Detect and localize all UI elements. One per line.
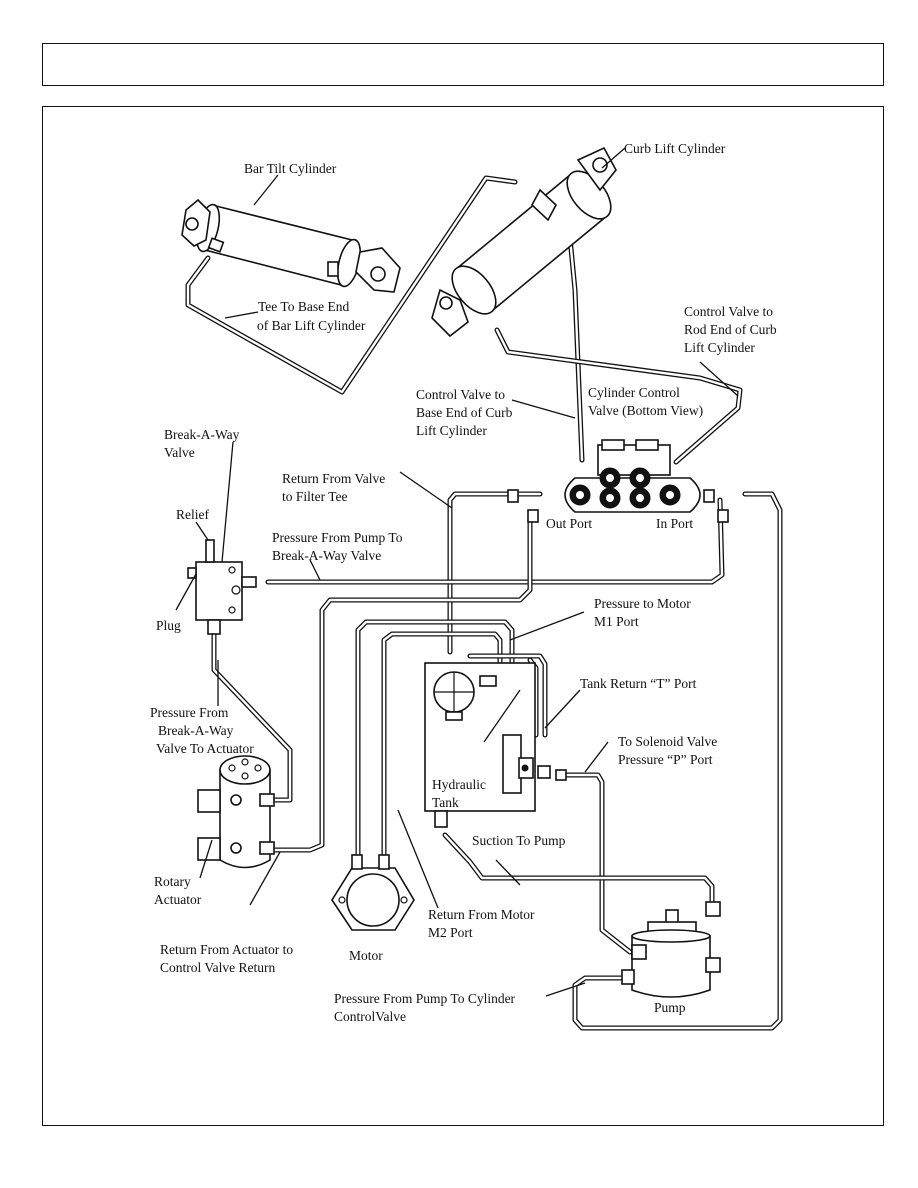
label-pressure-pump-bav-line2: Break-A-Way Valve [272,548,382,563]
label-cv-base-end-line1: Control Valve to [416,387,505,402]
label-motor: Motor [349,948,383,963]
label-return-from-motor-m2-line1: Return From Motor [428,907,535,922]
label-pressure-pump-cyl-cv-line2: ControlValve [334,1009,406,1024]
label-cyl-control-valve-line1: Cylinder Control [588,385,680,400]
label-return-from-motor-m2-line2: M2 Port [428,925,473,940]
label-break-a-way-valve-line2: Valve [164,445,195,460]
label-cyl-control-valve-line2: Valve (Bottom View) [588,403,704,418]
label-rotary-actuator-line1: Rotary [154,874,191,889]
label-relief: Relief [176,507,209,522]
header-box [42,43,884,86]
hydraulic-motor [331,854,415,931]
diagram-frame [42,106,884,1126]
label-cv-rod-end-line2: Rod End of Curb [684,322,777,337]
label-pressure-pump-cyl-cv-line1: Pressure From Pump To Cylinder [334,991,516,1006]
label-to-solenoid-line1: To Solenoid Valve [618,734,718,749]
label-in-port: In Port [656,516,694,531]
valve-ports [569,467,681,509]
label-pressure-motor-m1-line1: Pressure to Motor [594,596,691,611]
bar-tilt-cylinder [181,198,401,293]
cylinder-control-valve [507,439,729,523]
label-cv-base-end-line2: Base End of Curb [416,405,513,420]
solenoid-valve [502,734,567,794]
label-tee-base-end-line1: Tee To Base End [258,299,350,314]
label-cv-rod-end-line1: Control Valve to [684,304,773,319]
label-suction-to-pump: Suction To Pump [472,833,566,848]
label-pressure-pump-bav-line1: Pressure From Pump To [272,530,403,545]
label-bar-tilt-cylinder: Bar Tilt Cylinder [244,161,337,176]
label-pressure-motor-m1-line2: M1 Port [594,614,639,629]
label-break-a-way-valve-line1: Break-A-Way [164,427,240,442]
label-pressure-bav-actuator-line2: Break-A-Way [158,723,234,738]
label-hydraulic-tank-line1: Hydraulic [432,777,486,792]
label-pump: Pump [654,1000,686,1015]
rotary-actuator [197,755,275,869]
label-to-solenoid-line2: Pressure “P” Port [618,752,713,767]
label-rotary-actuator-line2: Actuator [154,892,202,907]
label-cv-rod-end-line3: Lift Cylinder [684,340,755,355]
break-a-way-valve [187,539,257,635]
label-out-port: Out Port [546,516,593,531]
label-tank-return-t-port: Tank Return “T” Port [580,676,697,691]
label-curb-lift-cylinder: Curb Lift Cylinder [624,141,726,156]
label-cv-base-end-line3: Lift Cylinder [416,423,487,438]
label-tee-base-end-line2: of Bar Lift Cylinder [257,318,366,333]
label-return-from-valve-line1: Return From Valve [282,471,386,486]
hose-lines [185,175,783,1031]
hydraulic-pump [621,901,721,998]
label-return-from-actuator-line2: Control Valve Return [160,960,276,975]
label-pressure-bav-actuator-line3: Valve To Actuator [156,741,254,756]
leader-lines [175,147,739,997]
label-return-from-valve-line2: to Filter Tee [282,489,348,504]
label-hydraulic-tank-line2: Tank [432,795,459,810]
label-plug: Plug [156,618,181,633]
curb-lift-cylinder [431,146,617,338]
label-return-from-actuator-line1: Return From Actuator to [160,942,294,957]
hydraulic-tank [424,662,567,828]
label-pressure-bav-actuator-line1: Pressure From [150,705,229,720]
